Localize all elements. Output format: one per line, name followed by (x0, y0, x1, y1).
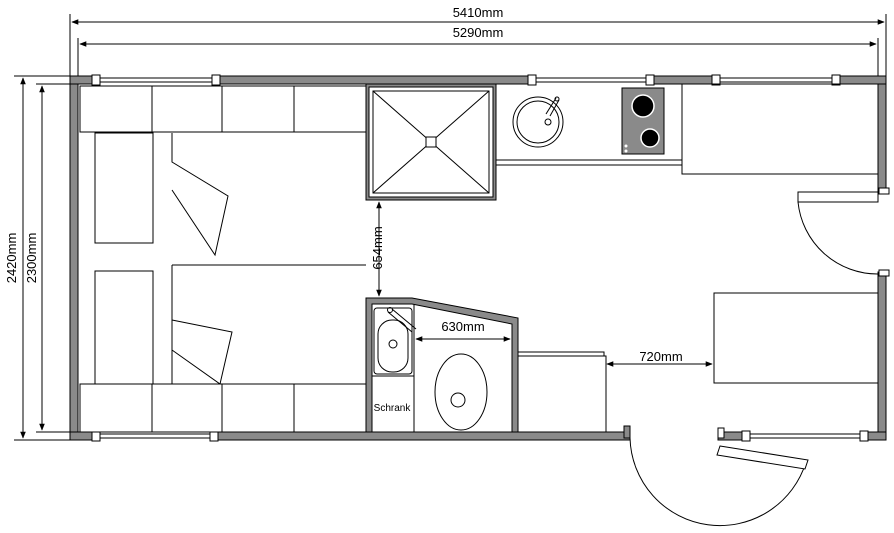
side-door (797, 191, 879, 275)
overall-width-label: 2420mm (4, 233, 19, 284)
wc-room: Schrank 630mm (365, 297, 519, 433)
seating-area (79, 85, 367, 433)
shower-to-wc-label: 654mm (370, 226, 385, 269)
inner-width-label: 2300mm (24, 233, 39, 284)
kitchen-sink-icon (512, 96, 564, 148)
cabinet-unit (517, 351, 607, 433)
shower-drain-icon (425, 136, 437, 148)
wc-width-label: 630mm (441, 319, 484, 334)
dimension-lines: 5410mm 5290mm 2420mm 2300mm (4, 5, 887, 441)
front-door (623, 425, 809, 527)
table (713, 292, 879, 384)
overall-length-label: 5410mm (453, 5, 504, 20)
kitchen-counter (495, 83, 879, 175)
shower (365, 83, 497, 201)
passage-width-label: 720mm (639, 349, 682, 364)
toilet-icon (434, 353, 488, 431)
cabinet-label: Schrank (374, 403, 412, 414)
inner-length-label: 5290mm (453, 25, 504, 40)
